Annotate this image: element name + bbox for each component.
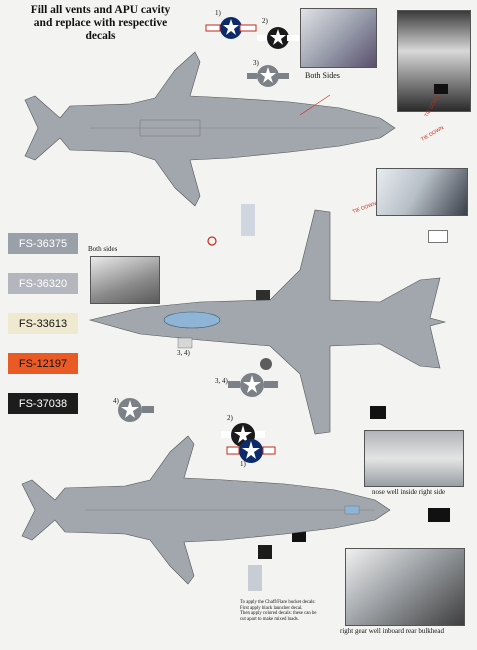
tie-down-marker: [207, 94, 331, 246]
aircraft-underside-bottom: [21, 435, 391, 585]
swatch-code: FS-36320: [18, 277, 68, 290]
photo-gear-well: [345, 548, 465, 626]
decal-number: 1): [215, 9, 221, 17]
note-line: Then apply colored decals: these can be: [240, 611, 317, 617]
roundel-decal: [205, 17, 257, 39]
roundel-decal: [247, 65, 289, 87]
decal-number: 3): [253, 59, 259, 67]
white-placard: [428, 230, 448, 243]
photo-nose-well: [364, 430, 464, 487]
roundel-decal: [226, 439, 276, 463]
application-note: To apply the Chaff/Flare bucket decals: …: [240, 600, 340, 622]
heading-line: Fill all vents and APU cavity: [30, 4, 171, 16]
decal-number: 1): [240, 460, 246, 468]
decal-number: 3, 4): [177, 349, 190, 357]
color-swatch: FS-12197: [8, 353, 78, 374]
black-placard: [258, 545, 272, 559]
decal-number: 4): [113, 397, 119, 405]
roundel-decal: [257, 27, 299, 49]
black-placard: [434, 84, 448, 94]
caption-nose-well: nose well inside right side: [372, 488, 446, 496]
roundel-decal: [228, 373, 278, 397]
black-placard: [370, 406, 386, 419]
swatch-code: FS-33613: [18, 317, 68, 330]
decal-number: 2): [262, 17, 268, 25]
color-swatch: FS-36320: [8, 273, 78, 294]
roundel-decal: [118, 398, 154, 422]
decal-number: 3, 4): [215, 377, 228, 385]
swatch-code: FS-36375: [18, 237, 68, 250]
photo-wheel-top: [300, 8, 377, 68]
note-line: cut apart to make mixed loads.: [240, 616, 299, 622]
note-line: First apply black launcher decal.: [240, 605, 303, 611]
photo-gear-bay: [397, 10, 471, 112]
decal-grid: [177, 204, 272, 591]
color-swatch: FS-36375: [8, 233, 78, 254]
caption-gear-well: right gear well inboard rear bulkhead: [340, 627, 444, 635]
color-swatch: FS-33613: [8, 313, 78, 334]
swatch-code: FS-37038: [18, 397, 68, 410]
caption-both-sides: Both Sides: [305, 71, 340, 80]
photo-tie-down: [376, 168, 468, 216]
heading-line: decals: [85, 30, 116, 42]
aircraft-underside-top: [24, 51, 396, 207]
caption-both-sides: Both sides: [88, 245, 118, 253]
decal-number: 2): [227, 414, 233, 422]
instruction-heading: Fill all vents and APU cavity and replac…: [8, 4, 193, 43]
aircraft-topside-middle: [88, 209, 447, 435]
heading-line: and replace with respective: [33, 17, 168, 29]
swatch-code: FS-12197: [18, 357, 68, 370]
photo-wheel-mid: [90, 256, 160, 304]
note-line: To apply the Chaff/Flare bucket decals:: [240, 600, 316, 605]
black-placard: [428, 508, 450, 522]
color-swatch: FS-37038: [8, 393, 78, 414]
